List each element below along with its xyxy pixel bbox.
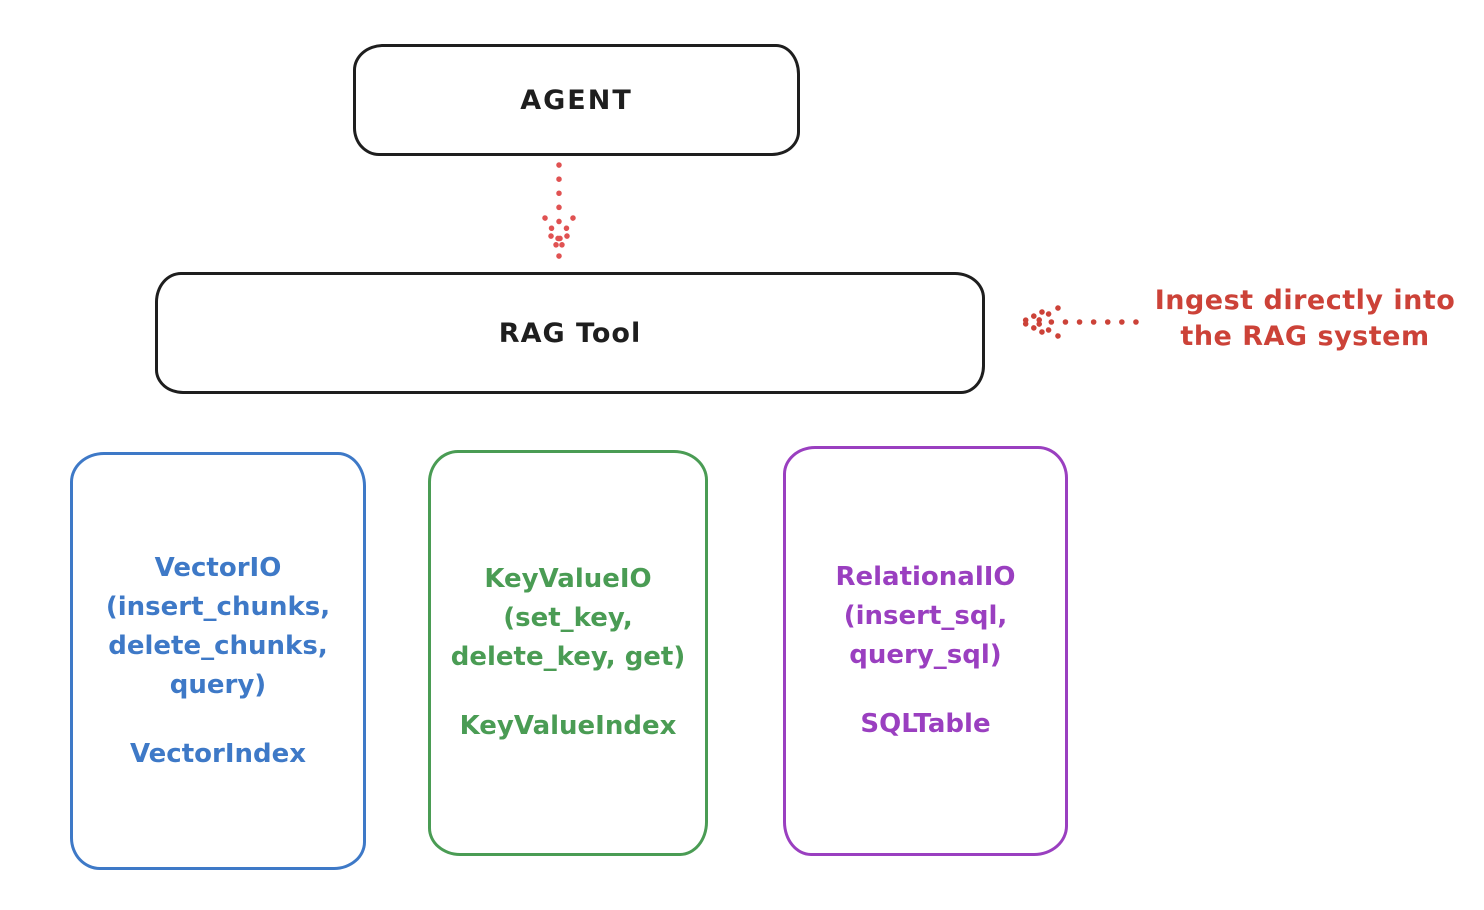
keyvalueio-title: KeyValueIO [484,564,652,594]
keyvalueio-methods-line2: delete_key, get) [450,642,686,672]
relationalio-methods-line2: query_sql) [849,640,1002,670]
agent-to-ragtool-arrow [542,162,576,260]
keyvalueio-methods-line1: (set_key, [503,603,633,633]
vectorio-methods-line3: query) [169,669,267,700]
agent-label: AGENT [520,84,633,116]
ingest-arrow [1019,305,1139,339]
relationalio-title: RelationalIO [835,562,1016,592]
ingest-annotation-line1: Ingest directly into [1154,285,1456,316]
keyvalueindex-label: KeyValueIndex [459,711,677,741]
rag-tool-label: RAG Tool [498,317,642,349]
vectorindex-label: VectorIndex [129,738,307,769]
vectorio-methods-line2: delete_chunks, [108,630,328,661]
keyvalueio-node: KeyValueIO (set_key, delete_key, get) Ke… [428,450,708,856]
vectorio-node: VectorIO (insert_chunks, delete_chunks, … [70,452,366,870]
rag-tool-node: RAG Tool [155,272,985,394]
sqltable-label: SQLTable [860,709,991,739]
agent-node: AGENT [353,44,800,156]
relationalio-methods-line1: (insert_sql, [843,601,1008,631]
vectorio-methods-line1: (insert_chunks, [105,591,331,622]
relationalio-node: RelationalIO (insert_sql, query_sql) SQL… [783,446,1068,856]
ingest-annotation: Ingest directly into the RAG system [1140,283,1470,355]
vectorio-title: VectorIO [154,552,282,583]
ingest-annotation-line2: the RAG system [1180,321,1430,352]
